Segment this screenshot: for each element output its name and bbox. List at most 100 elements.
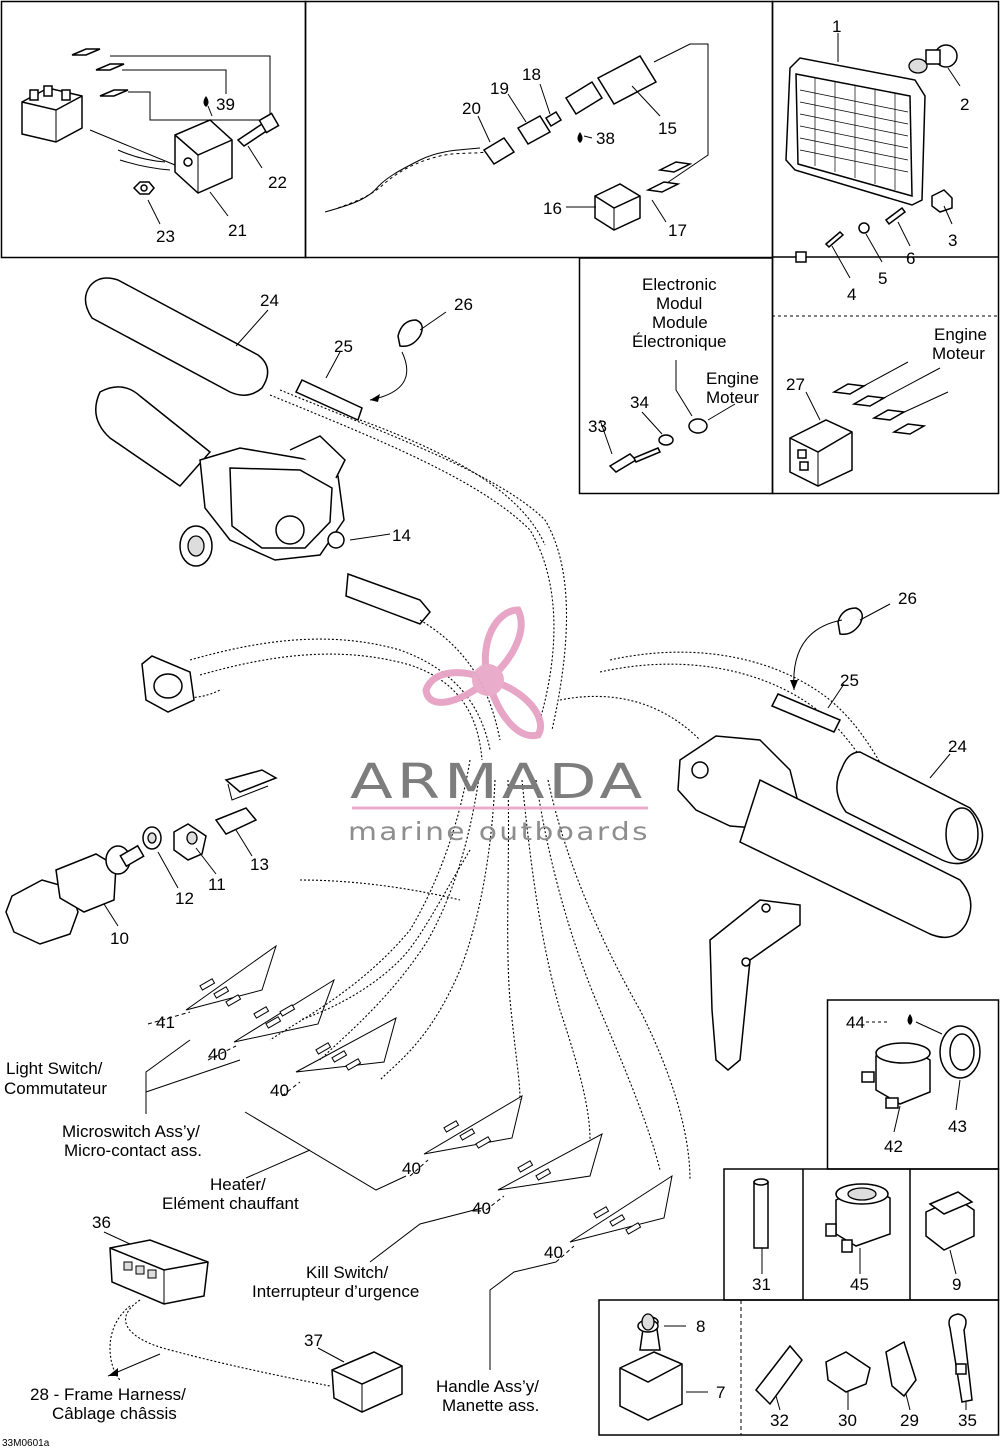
label-engine-1: Engine [706, 369, 759, 388]
callout-29: 29 [900, 1411, 919, 1430]
callout-42: 42 [884, 1137, 903, 1156]
callout-26b: 26 [898, 589, 917, 608]
label-heater-2: Elément chauffant [162, 1194, 299, 1213]
callout-labels: 1 2 3 4 5 6 7 8 9 10 11 12 13 14 15 16 1… [92, 17, 977, 1430]
callout-31: 31 [752, 1275, 771, 1294]
callout-27: 27 [786, 375, 805, 394]
drop-44 [907, 1014, 913, 1025]
callout-5: 5 [878, 269, 887, 288]
callout-3: 3 [948, 231, 957, 250]
clip-30 [825, 1351, 871, 1393]
drop-39 [203, 96, 209, 107]
callout-16: 16 [543, 199, 562, 218]
rocker-9 [925, 1191, 975, 1251]
label-electronic-module-4: Électronique [632, 332, 727, 351]
watermark-brand: ARMADA [350, 754, 646, 810]
propeller-logo [422, 606, 544, 740]
label-kill-switch-1: Kill Switch/ [306, 1263, 388, 1282]
label-handle-2: Manette ass. [442, 1396, 539, 1415]
terminals [71, 48, 271, 166]
label-electronic-module-2: Modul [656, 294, 702, 313]
nut-8 [637, 1313, 659, 1333]
washer-5 [858, 222, 870, 234]
drop-38 [577, 132, 583, 143]
callout-22: 22 [268, 173, 287, 192]
watermark-tagline: marine outboards [348, 817, 650, 846]
clip-3 [931, 189, 953, 213]
callout-30: 30 [838, 1411, 857, 1430]
callout-18: 18 [522, 65, 541, 84]
callout-38: 38 [596, 129, 615, 148]
spring-6 [884, 206, 907, 226]
callout-40e: 40 [544, 1243, 563, 1262]
ground-inset [608, 360, 736, 473]
small-parts [619, 1014, 981, 1421]
tube-31 [753, 1178, 769, 1249]
callout-26a: 26 [454, 295, 473, 314]
relay-16 [594, 183, 641, 231]
callout-4: 4 [847, 285, 856, 304]
flasher-42 [861, 1042, 931, 1109]
callout-11: 11 [208, 875, 226, 894]
relay-inset [21, 48, 280, 195]
callout-40b: 40 [270, 1081, 289, 1100]
callout-24b: 24 [948, 737, 967, 756]
callout-15: 15 [658, 119, 677, 138]
callout-9: 9 [952, 1275, 961, 1294]
callout-41: 41 [156, 1013, 175, 1032]
terminal-groups [185, 944, 673, 1243]
label-frame-harness-1: 28 - Frame Harness/ [30, 1385, 186, 1404]
drawing-code: 33M0601a [2, 1438, 50, 1449]
label-microswitch-2: Micro-contact ass. [64, 1141, 202, 1160]
nut-23 [132, 181, 155, 195]
callout-25a: 25 [334, 337, 353, 356]
clamp-29 [885, 1340, 917, 1398]
label-heater-1: Heater/ [210, 1175, 266, 1194]
label-engine2-1: Engine [934, 325, 987, 344]
callout-24a: 24 [260, 291, 279, 310]
nut-4 [795, 251, 807, 263]
callout-34: 34 [630, 393, 649, 412]
callout-6: 6 [906, 249, 915, 268]
connector-housing [21, 85, 83, 143]
callout-23: 23 [156, 227, 175, 246]
callout-36: 36 [92, 1213, 111, 1232]
callout-14: 14 [392, 526, 411, 545]
relay-21 [117, 119, 233, 194]
handlebar-assembly [5, 277, 984, 1413]
callout-39: 39 [216, 95, 235, 114]
label-handle-1: Handle Ass’y/ [436, 1377, 539, 1396]
ring-43 [939, 1025, 981, 1079]
watermark: ARMADA marine outboards [348, 606, 650, 846]
connector-inset-27 [789, 361, 949, 487]
leader-lines [103, 33, 967, 1411]
screw-4 [824, 230, 845, 249]
callout-12: 12 [175, 889, 194, 908]
callout-33: 33 [588, 417, 607, 436]
label-light-switch-1: Light Switch/ [6, 1059, 103, 1078]
label-kill-switch-2: Interrupteur d’urgence [252, 1282, 419, 1301]
callout-44: 44 [846, 1013, 865, 1032]
callout-20: 20 [462, 99, 481, 118]
callout-40d: 40 [472, 1199, 491, 1218]
callout-13: 13 [250, 855, 269, 874]
callout-40a: 40 [208, 1045, 227, 1064]
switch-45 [825, 1183, 891, 1253]
text-labels: Electronic Modul Module Électronique Eng… [2, 275, 987, 1449]
callout-17: 17 [668, 221, 687, 240]
throttle-heater-inset [324, 43, 709, 231]
callout-21: 21 [228, 221, 247, 240]
callout-7: 7 [716, 1383, 725, 1402]
label-light-switch-2: Commutateur [4, 1079, 107, 1098]
bulb-2 [908, 44, 958, 74]
callout-8: 8 [696, 1317, 705, 1336]
callout-32: 32 [770, 1411, 789, 1430]
callout-2: 2 [960, 95, 969, 114]
callout-19: 19 [490, 79, 509, 98]
callout-37: 37 [304, 1331, 323, 1350]
screw-22 [236, 112, 280, 147]
headlight-inset [785, 44, 958, 263]
tape-32 [755, 1344, 803, 1406]
